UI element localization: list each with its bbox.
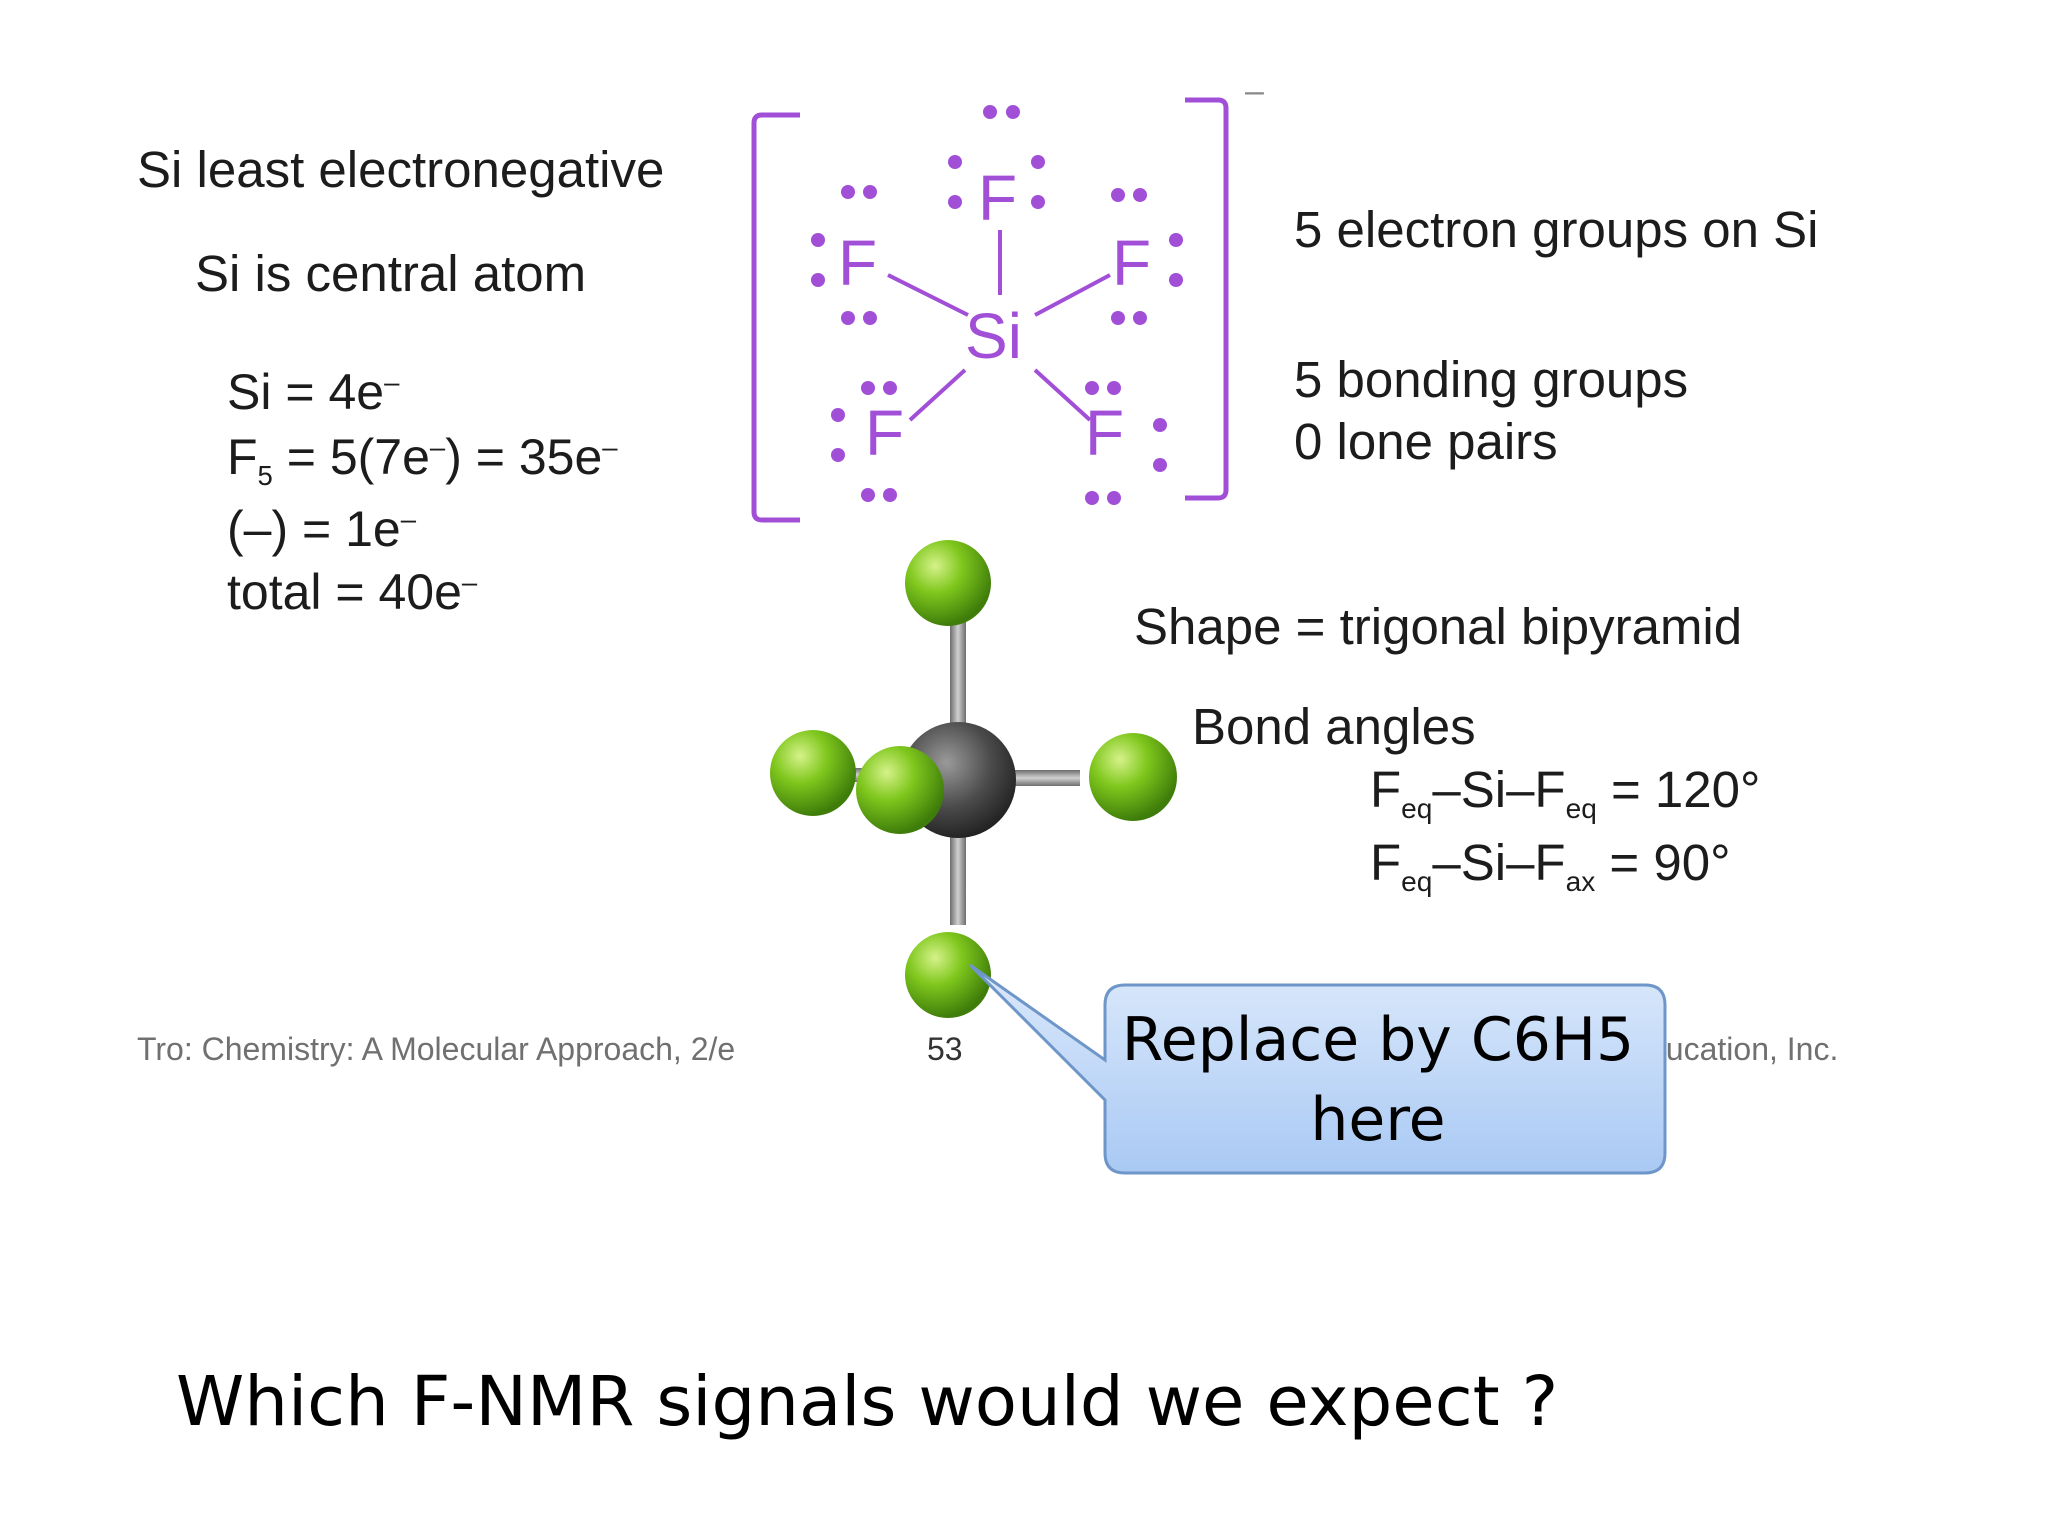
- charge-count-text: (–) = 1e: [227, 501, 401, 557]
- atom-f-lower-right: F: [1085, 397, 1124, 469]
- callout-bubble: [968, 963, 1667, 1175]
- atom-si: Si: [965, 300, 1022, 372]
- f-symbol: F: [227, 429, 258, 485]
- lone-pair-dots: [811, 105, 1183, 505]
- text-shape: Shape = trigonal bipyramid: [1134, 598, 1743, 655]
- question-text: Which F-NMR signals would we expect ?: [176, 1362, 1559, 1442]
- angle-mid: –Si–F: [1432, 834, 1566, 891]
- bond-angle-eq-eq: Feq–Si–Feq = 120°: [1370, 760, 1760, 825]
- electron-count-si-text: Si = 4e: [227, 364, 385, 420]
- bond-upper-left: [887, 273, 969, 317]
- fluorine-ball-top: [905, 540, 991, 626]
- electron-count-si: Si = 4e–: [227, 363, 399, 421]
- bond-upper-right: [1034, 273, 1111, 317]
- left-bracket: [751, 112, 800, 523]
- text-si-central-atom: Si is central atom: [195, 245, 587, 302]
- superscript: –: [461, 566, 478, 598]
- angle-value: = 90°: [1595, 834, 1731, 891]
- electron-count-charge: (–) = 1e–: [227, 500, 416, 558]
- atom-f-upper-right: F: [1112, 227, 1151, 299]
- ball-and-stick-model: [770, 540, 1177, 1018]
- text-bonding-groups: 5 bonding groups: [1294, 351, 1689, 408]
- superscript: –: [384, 366, 400, 398]
- superscript: –: [400, 503, 417, 535]
- fluorine-ball-right: [1089, 733, 1177, 821]
- bond-lower-right: [1033, 368, 1092, 422]
- subscript: eq: [1401, 866, 1433, 898]
- f-count-rest: ) = 35e: [445, 429, 603, 485]
- bond-lower-left: [908, 368, 967, 422]
- subscript: 5: [257, 460, 273, 491]
- right-bracket: [1185, 97, 1229, 501]
- subscript: eq: [1565, 793, 1597, 825]
- fluorine-ball-front-left: [856, 746, 944, 834]
- angle-atom: F: [1370, 761, 1402, 818]
- electron-count-total: total = 40e–: [227, 563, 477, 621]
- fluorine-ball-bottom: [905, 932, 991, 1018]
- lewis-bonds: [887, 230, 1111, 422]
- angle-mid: –Si–F: [1432, 761, 1566, 818]
- charge-sign: –: [1245, 90, 1264, 110]
- superscript: –: [429, 431, 446, 463]
- angle-value: = 120°: [1596, 761, 1761, 818]
- publisher-credit: ducation, Inc.: [1648, 1031, 1839, 1067]
- callout-shape: [968, 963, 1667, 1175]
- brackets: [751, 97, 1229, 523]
- subscript: ax: [1565, 866, 1596, 898]
- page-number: 53: [927, 1031, 963, 1067]
- source-citation: Tro: Chemistry: A Molecular Approach, 2/…: [137, 1031, 736, 1067]
- atom-f-upper-left: F: [838, 227, 877, 299]
- text-bond-angles-title: Bond angles: [1192, 698, 1476, 755]
- callout-text: Replace by C6H5 here: [1121, 1005, 1635, 1155]
- fluorine-ball-back-left: [770, 730, 856, 816]
- atom-f-lower-left: F: [865, 397, 904, 469]
- subscript: eq: [1401, 793, 1433, 825]
- total-count-text: total = 40e: [227, 564, 462, 620]
- text-electron-groups: 5 electron groups on Si: [1294, 201, 1819, 258]
- lewis-structure: – Si F F F F F: [751, 90, 1264, 523]
- atom-f-top: F: [978, 162, 1017, 234]
- text-lone-pairs: 0 lone pairs: [1294, 413, 1558, 470]
- f-count-mid: = 5(7e: [272, 429, 430, 485]
- superscript: –: [602, 431, 618, 463]
- bond-angle-eq-ax: Feq–Si–Fax = 90°: [1370, 833, 1730, 898]
- angle-atom: F: [1370, 834, 1402, 891]
- electron-count-f: F5 = 5(7e–) = 35e–: [227, 428, 618, 492]
- text-si-least-electronegative: Si least electronegative: [137, 141, 665, 198]
